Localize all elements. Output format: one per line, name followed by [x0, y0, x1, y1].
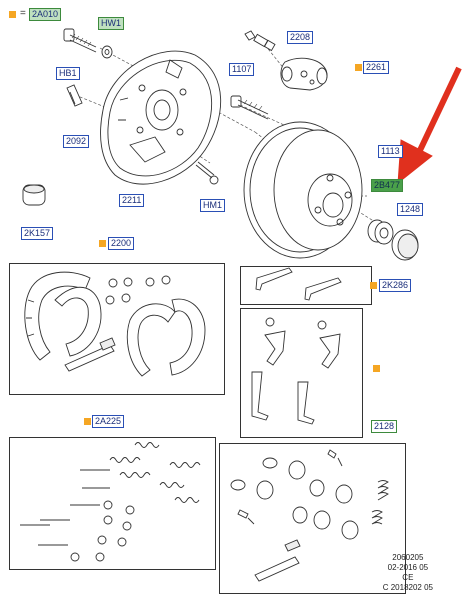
marker-2A225 [84, 418, 91, 425]
part-label-1248[interactable]: 1248 [397, 203, 424, 216]
part-label-1107[interactable]: 1107 [229, 63, 255, 76]
group-box-2A225 [9, 437, 216, 570]
equals-sign: = [20, 8, 26, 19]
bleed-screw-2208 [244, 30, 276, 52]
backing-plate-2211 [100, 50, 222, 185]
clips-2K286 [255, 267, 342, 301]
part-label-2211[interactable]: 2211 [119, 194, 145, 207]
part-label-2K286[interactable]: 2K286 [379, 279, 412, 292]
part-label-HM1[interactable]: HM1 [200, 199, 226, 212]
part-label-2A010[interactable]: 2A010 [29, 8, 62, 21]
group-box-2200 [9, 263, 225, 395]
part-label-2200[interactable]: 2200 [108, 237, 135, 250]
bolt-1107 [230, 95, 269, 120]
part-label-2K157[interactable]: 2K157 [21, 227, 54, 240]
part-label-2A225[interactable]: 2A225 [92, 415, 125, 428]
pin-HM1 [195, 161, 219, 185]
part-label-2261[interactable]: 2261 [363, 61, 390, 74]
marker-adjusters [373, 365, 380, 372]
part-label-HW1[interactable]: HW1 [98, 17, 124, 30]
part-label-2128[interactable]: 2128 [371, 420, 398, 433]
brake-shoes-2200 [24, 271, 206, 377]
clip-2092 [66, 84, 83, 107]
bearing-nut-2B477 [367, 219, 394, 245]
reference-line-4: C 2018202 05 [382, 583, 433, 592]
group-box-adjusters [240, 308, 363, 438]
washer-HW1 [101, 45, 113, 59]
part-label-1113[interactable]: 1113 [378, 145, 403, 158]
bolt-2A010 [63, 28, 97, 53]
group-box-2128 [219, 443, 406, 594]
part-label-HB1[interactable]: HB1 [56, 67, 80, 80]
grease-cap-1248 [391, 229, 419, 261]
brake-drum-1113 [243, 121, 363, 259]
indicator-arrow-icon [397, 66, 462, 184]
marker-2K286 [370, 282, 377, 289]
marker-2A010 [9, 11, 16, 18]
wheel-cylinder-2261 [280, 57, 328, 91]
wheel-cylinder-kit-2128 [230, 449, 389, 582]
adjuster-levers [251, 317, 341, 425]
diagram-reference-code: 2060205 02-2016 05 CE C 2018202 05 [383, 553, 433, 593]
plug-2K157 [22, 184, 46, 206]
part-label-2208[interactable]: 2208 [287, 31, 314, 44]
marker-2200 [99, 240, 106, 247]
reference-line-1: 2060205 [392, 553, 424, 562]
part-label-2B477[interactable]: 2B477 [371, 179, 404, 192]
reference-line-2: 02-2016 05 [387, 563, 429, 572]
part-label-2092[interactable]: 2092 [63, 135, 90, 148]
group-box-2K286 [240, 266, 372, 305]
reference-line-3: CE [402, 573, 414, 582]
spring-kit-2A225 [20, 442, 201, 562]
marker-2261 [355, 64, 362, 71]
